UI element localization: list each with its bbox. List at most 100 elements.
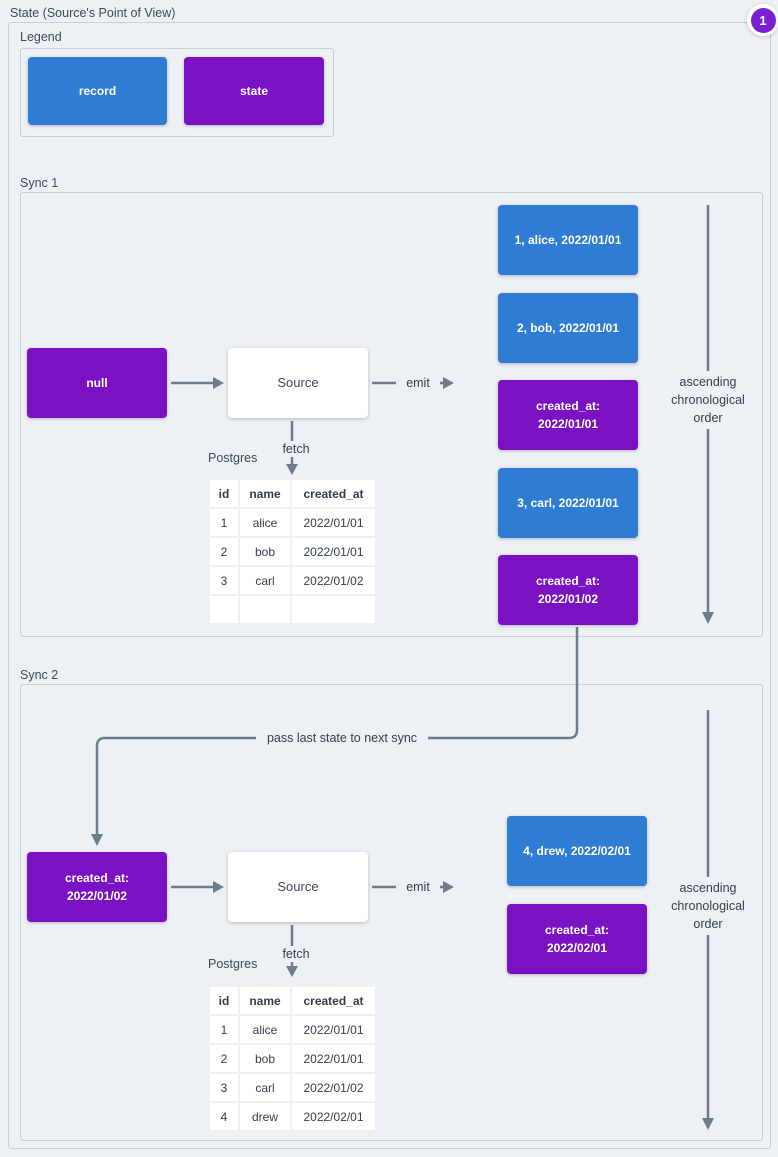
order-line: order [693, 411, 723, 425]
table-header-row: id name created_at [210, 987, 375, 1014]
annotation-badge-number: 1 [750, 7, 776, 33]
source-label-sync2: Source [277, 879, 319, 894]
state-label-line1: created_at: [64, 871, 130, 885]
arrow-null-to-source [171, 377, 224, 389]
col-header-name: name [240, 987, 290, 1014]
table-cell: 2 [210, 1045, 238, 1072]
state-label-line1: created_at: [544, 923, 610, 937]
sync1-frame [20, 192, 763, 637]
order-line: ascending [679, 375, 737, 389]
annotation-badge-1[interactable]: 1 [747, 4, 778, 36]
table-cell: 2022/01/02 [292, 1074, 375, 1101]
table-cell: 2 [210, 538, 238, 565]
table-row: 2 bob 2022/01/01 [210, 538, 375, 565]
state-label-line2: 2022/01/02 [66, 889, 128, 903]
legend-state-label: state [239, 84, 268, 98]
table-cell: carl [240, 1074, 290, 1101]
emit-label-sync1: emit [396, 375, 440, 391]
state-label-line1: created_at: [535, 399, 601, 413]
order-line: ascending [679, 881, 737, 895]
table-cell: bob [240, 538, 290, 565]
state-node-2022-01-01: created_at: 2022/01/01 [498, 380, 638, 450]
legend-frame [20, 48, 334, 137]
table-row: 3 carl 2022/01/02 [210, 1074, 375, 1101]
sync2-label: Sync 2 [20, 668, 59, 682]
table-row: 4 drew 2022/02/01 [210, 1103, 375, 1130]
table-cell: 2022/01/02 [292, 567, 375, 594]
source-node-sync2: Source [228, 852, 368, 922]
postgres-label-sync1: Postgres [208, 451, 258, 465]
table-cell: 2022/01/01 [292, 1016, 375, 1043]
record-label: 1, alice, 2022/01/01 [514, 233, 622, 247]
table-row [210, 596, 375, 623]
order-line: order [693, 917, 723, 931]
state-null-node: null [27, 348, 167, 418]
postgres-table-sync1: id name created_at 1 alice 2022/01/01 2 … [208, 478, 377, 625]
legend-record-label: record [78, 84, 117, 98]
fetch-label-sync2: fetch [271, 946, 321, 962]
record-node-4-drew: 4, drew, 2022/02/01 [507, 816, 647, 886]
order-label-sync2: ascending chronological order [662, 877, 754, 935]
order-label-sync1: ascending chronological order [662, 371, 754, 429]
state-label-line1: created_at: [535, 574, 601, 588]
state-null-label: null [86, 376, 108, 390]
record-label: 2, bob, 2022/01/01 [516, 321, 620, 335]
pass-state-label: pass last state to next sync [256, 730, 428, 746]
state-label-line2: 2022/01/02 [537, 592, 599, 606]
table-cell [292, 596, 375, 623]
col-header-id: id [210, 480, 238, 507]
table-row: 2 bob 2022/01/01 [210, 1045, 375, 1072]
table-cell: 2022/01/01 [292, 1045, 375, 1072]
source-node-sync1: Source [228, 348, 368, 418]
sync2-frame [20, 684, 763, 1141]
table-row: 1 alice 2022/01/01 [210, 1016, 375, 1043]
table-cell: 2022/02/01 [292, 1103, 375, 1130]
col-header-name: name [240, 480, 290, 507]
table-row: 1 alice 2022/01/01 [210, 509, 375, 536]
page-title: State (Source's Point of View) [10, 6, 176, 20]
col-header-created-at: created_at [292, 987, 375, 1014]
order-line: chronological [671, 393, 745, 407]
source-label-sync1: Source [277, 375, 319, 390]
postgres-table-sync2: id name created_at 1 alice 2022/01/01 2 … [208, 985, 377, 1132]
state-input-node-sync2: created_at: 2022/01/02 [27, 852, 167, 922]
table-cell: alice [240, 509, 290, 536]
record-label: 3, carl, 2022/01/01 [517, 496, 619, 510]
record-node-2-bob: 2, bob, 2022/01/01 [498, 293, 638, 363]
table-cell [210, 596, 238, 623]
arrow-state-to-source-sync2 [171, 881, 224, 893]
table-cell: 1 [210, 1016, 238, 1043]
emit-label-sync2: emit [396, 879, 440, 895]
legend-state-swatch: state [184, 57, 324, 125]
table-cell: carl [240, 567, 290, 594]
sync1-label: Sync 1 [20, 176, 59, 190]
col-header-created-at: created_at [292, 480, 375, 507]
table-header-row: id name created_at [210, 480, 375, 507]
state-node-2022-01-02: created_at: 2022/01/02 [498, 555, 638, 625]
table-cell: 2022/01/01 [292, 538, 375, 565]
postgres-label-sync2: Postgres [208, 957, 258, 971]
table-cell: 3 [210, 1074, 238, 1101]
table-row: 3 carl 2022/01/02 [210, 567, 375, 594]
table-cell: 3 [210, 567, 238, 594]
table-cell: drew [240, 1103, 290, 1130]
state-label-line2: 2022/01/01 [537, 417, 599, 431]
table-cell: 4 [210, 1103, 238, 1130]
order-line: chronological [671, 899, 745, 913]
record-node-1-alice: 1, alice, 2022/01/01 [498, 205, 638, 275]
table-cell: alice [240, 1016, 290, 1043]
record-node-3-carl: 3, carl, 2022/01/01 [498, 468, 638, 538]
legend-record-swatch: record [28, 57, 167, 125]
state-node-2022-02-01: created_at: 2022/02/01 [507, 904, 647, 974]
fetch-label-sync1: fetch [271, 441, 321, 457]
record-label: 4, drew, 2022/02/01 [523, 844, 631, 858]
table-cell [240, 596, 290, 623]
table-cell: bob [240, 1045, 290, 1072]
outer-frame [8, 22, 771, 1149]
table-cell: 2022/01/01 [292, 509, 375, 536]
col-header-id: id [210, 987, 238, 1014]
legend-label: Legend [20, 30, 62, 44]
state-label-line2: 2022/02/01 [546, 941, 608, 955]
